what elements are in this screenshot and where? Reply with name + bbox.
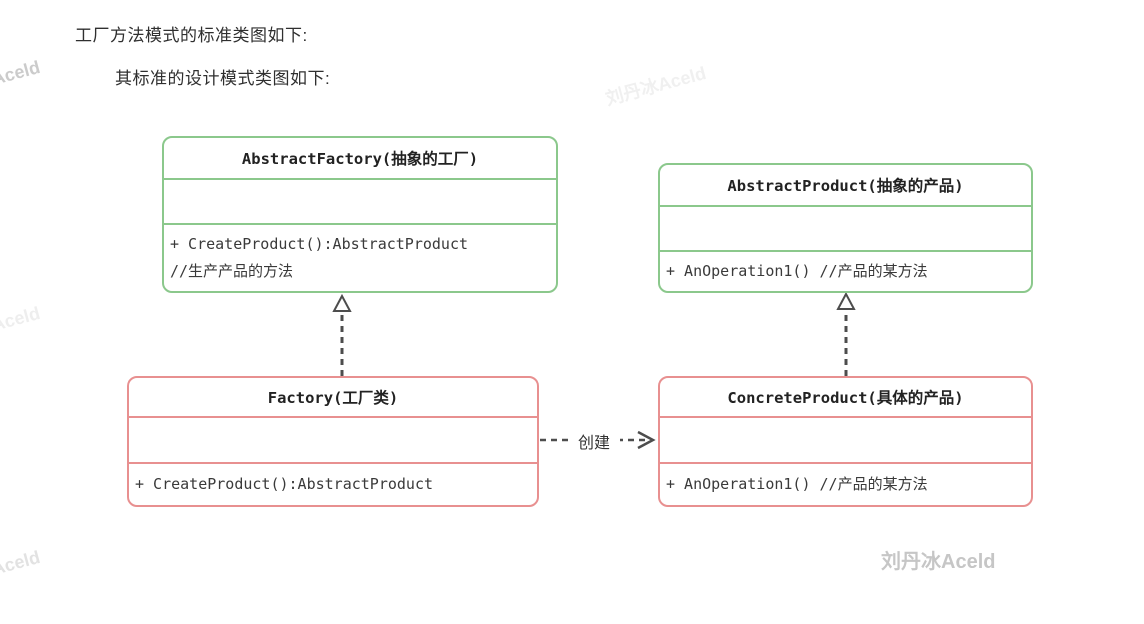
class-title: AbstractProduct(抽象的产品) [660,165,1031,207]
watermark-text: 刘丹冰Aceld [0,56,43,103]
method-line: + AnOperation1() //产品的某方法 [666,262,928,280]
open-arrowhead [637,430,656,450]
class-attributes-empty [164,180,556,225]
uml-class-abstract-factory: AbstractFactory(抽象的工厂) + CreateProduct()… [162,136,558,293]
watermark-text: 刘丹冰Aceld [603,62,709,109]
watermark-signature: 刘丹冰Aceld [881,551,996,573]
class-methods: + AnOperation1() //产品的某方法 [660,464,1031,505]
method-comment-line: //生产产品的方法 [170,262,294,280]
class-title: AbstractFactory(抽象的工厂) [164,138,556,180]
uml-class-concrete-product: ConcreteProduct(具体的产品) + AnOperation1() … [658,376,1033,507]
class-methods: + CreateProduct():AbstractProduct [129,464,537,505]
heading-standard-pattern-diagram: 其标准的设计模式类图如下: [115,69,331,88]
realization-arrow-factory-to-abstractfactory [332,293,352,376]
class-methods: + CreateProduct():AbstractProduct //生产产品… [164,225,556,291]
class-attributes-empty [129,418,537,464]
method-line: + CreateProduct():AbstractProduct [170,235,469,253]
dependency-label-create: 创建 [568,428,620,454]
class-attributes-empty [660,207,1031,252]
class-attributes-empty [660,418,1031,464]
watermark-text: 刘丹冰Aceld [0,302,43,349]
uml-class-abstract-product: AbstractProduct(抽象的产品) + AnOperation1() … [658,163,1033,293]
heading-standard-class-diagram: 工厂方法模式的标准类图如下: [75,26,308,45]
class-title: ConcreteProduct(具体的产品) [660,378,1031,418]
hollow-triangle-arrowhead [836,291,856,310]
class-title: Factory(工厂类) [129,378,537,418]
class-methods: + AnOperation1() //产品的某方法 [660,252,1031,291]
hollow-triangle-arrowhead [332,293,352,312]
uml-class-factory: Factory(工厂类) + CreateProduct():AbstractP… [127,376,539,507]
watermark-text: 刘丹冰Aceld [0,546,43,593]
method-line: + AnOperation1() //产品的某方法 [666,475,928,493]
method-line: + CreateProduct():AbstractProduct [135,475,434,493]
realization-arrow-concreteproduct-to-abstractproduct [836,291,856,376]
